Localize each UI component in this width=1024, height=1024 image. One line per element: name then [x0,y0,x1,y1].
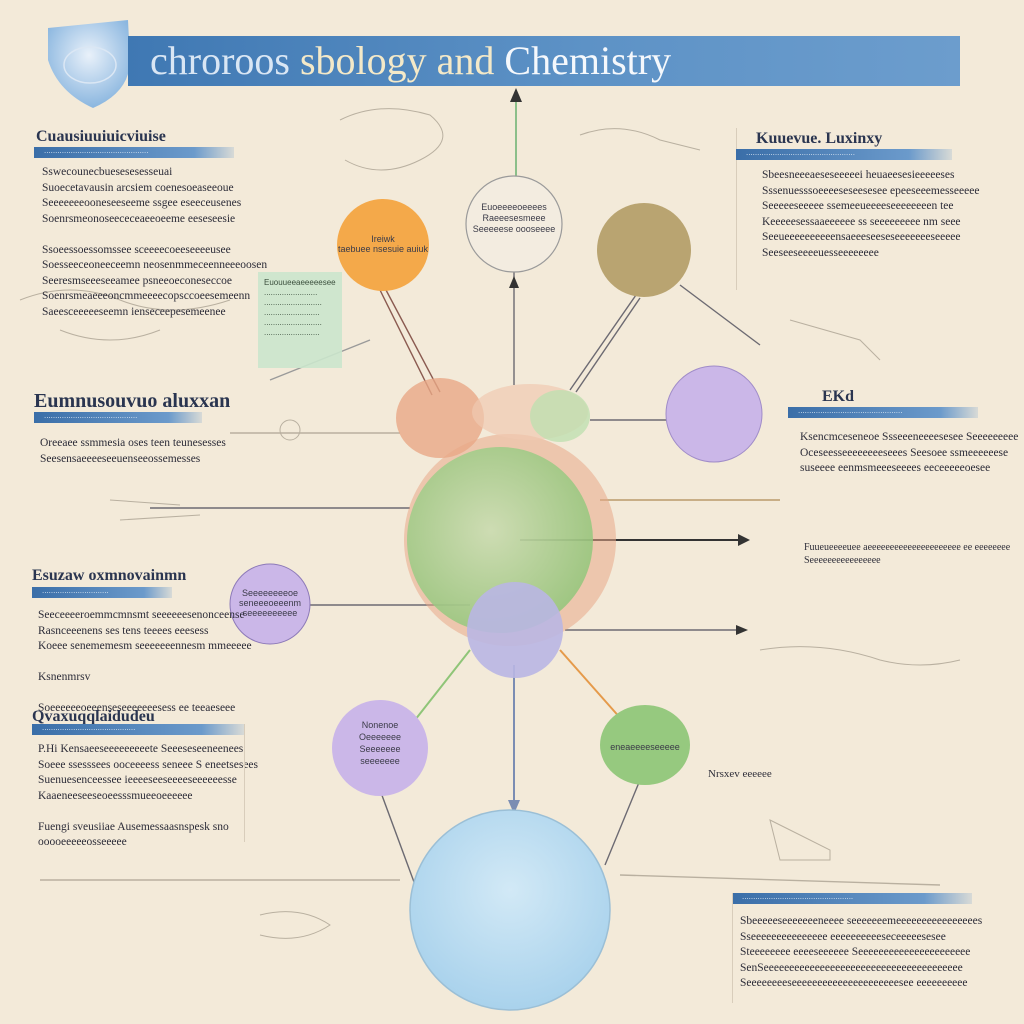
bubble-green-small [600,705,690,785]
connector-orange [379,289,433,396]
upper-salmon-node [396,378,484,458]
bubble-orange [337,199,429,291]
sketch-arrows-icon [109,499,201,521]
right-panel-2-bar: ........................................… [788,406,978,418]
connector-olive [569,294,637,391]
bubble-lavender-bottom [332,700,428,796]
bubble-lavender-right [665,365,763,463]
left-panel-2-bar-text: ........................................… [44,411,138,420]
arrow-up-icon [510,88,522,102]
right-panel-1-title: Kuuevue. Luxinxy [756,130,883,147]
left-panel-3-title: Esuzaw oxmnovainmn [32,567,187,584]
right-panel-2-text: Ksencmceseneoe Ssseeeneeeesesee Seeeeeee… [800,431,1019,474]
left-panel-4-bar: ........................................… [32,723,244,735]
left-panel-2-title: Eumnusouvuo aluxxan [34,390,231,412]
connector-lines [40,90,941,886]
left-panel-2-text: Oreeaee ssmmesia oses teen teunesesses S… [40,437,226,465]
sketch-top-left-icon [339,108,444,171]
title-banner [128,36,960,86]
left-panel-1-text: Sswecounecbuesesesesseuai Suoecetavausin… [42,166,268,318]
title-part-1: chroroos [150,38,300,83]
central-green-circle [407,447,593,633]
right-small-note: Nrsxev eeeeee [708,768,772,780]
connector-bottom-right [604,779,641,866]
arrow-right-2-icon [736,625,748,635]
connector-orange-right [559,649,623,721]
left-panel-4-divider [244,724,245,842]
logo-shield-icon [48,20,130,108]
arrow-right-icon [738,534,750,546]
right-panel-2-bar-text: ........................................… [798,406,903,415]
bubble-lavender-left [229,563,311,645]
left-panel-2-bar: ........................................… [34,411,202,423]
right-panel-1-divider [736,128,737,290]
left-panel-3-text: Seeceeeeroemmcmnsmt seeeeeesenonceense R… [38,609,252,714]
left-panel-4-bar-text: ........................................… [42,723,136,732]
right-panel-3-bar: ........................................… [732,892,972,904]
bubble-blue-large [409,809,611,1011]
left-panel-4-title: Qvaxuqqlaidudeu [32,708,155,725]
sketch-top-right-icon [579,128,701,151]
connector-bottom-right-long [619,874,941,886]
left-panel-3-bar: .............................. [32,586,172,598]
sketch-right-upper-icon [789,319,881,361]
left-panel-1-bar-text: ........................................… [44,146,149,155]
connector-green-left [414,649,471,721]
sketch-node-icon [279,419,301,441]
decorative-sketches [19,108,961,939]
connector-olive-out [679,284,761,346]
connector-bottom-left [379,789,415,883]
right-panel-3-divider [732,893,733,1003]
arrow-down-icon [508,800,520,814]
sketch-flask-icon [769,819,831,861]
arrow-up-2-icon [509,276,519,288]
bubble-olive [597,203,691,297]
title-part-3: and [426,38,505,83]
sketch-coil-icon [259,911,331,939]
title-part-2: sbology [299,38,427,83]
bubble-green-small-label: eneaeeeeseeeee [610,742,680,752]
right-panel-1-bar-text: ........................................… [746,148,855,157]
sketch-left-icon [19,289,231,311]
page-title: chroroos sbology and Chemistry [150,36,671,86]
right-panel-3-text: Sbeeeeeseeeeeeeneeee seeeeeeemeeeeeeeeee… [740,915,983,989]
right-mid-note: Fuueueeeeuee aeeeeeeeeeeeeeeeeeeeee ee e… [804,542,1011,566]
connector-orange-2 [385,289,441,393]
central-cluster [396,378,616,678]
right-panel-1-text: Sbeesneeeaeseseeeeei heuaeesesieeeeeses … [762,169,980,259]
title-part-4: Chemistry [504,38,672,83]
sketch-left-2-icon [59,329,161,341]
left-panel-4-text: P.Hi Kensaeeseeeeeeeeete Seeeseseeneenee… [38,743,259,848]
left-panel-1-title: Cuausiuuiuicviuise [36,128,166,145]
bubble-top [465,175,563,273]
right-panel-3-bar-text: ........................................… [742,892,854,901]
left-panel-1-bar: ........................................… [34,146,234,158]
left-panel-3-bar-text: .............................. [42,586,109,595]
blue-node-mid [467,582,563,678]
connector-olive-2 [575,297,641,393]
upper-green-node [530,390,590,442]
arrowheads [508,88,750,814]
right-panel-2-title: EKd [822,388,855,405]
sketch-right-icon [759,646,961,666]
right-panel-1-bar: ........................................… [736,148,952,160]
note-card-text: Euouueeaeeeeesee .......................… [264,278,336,337]
note-card [258,272,342,368]
